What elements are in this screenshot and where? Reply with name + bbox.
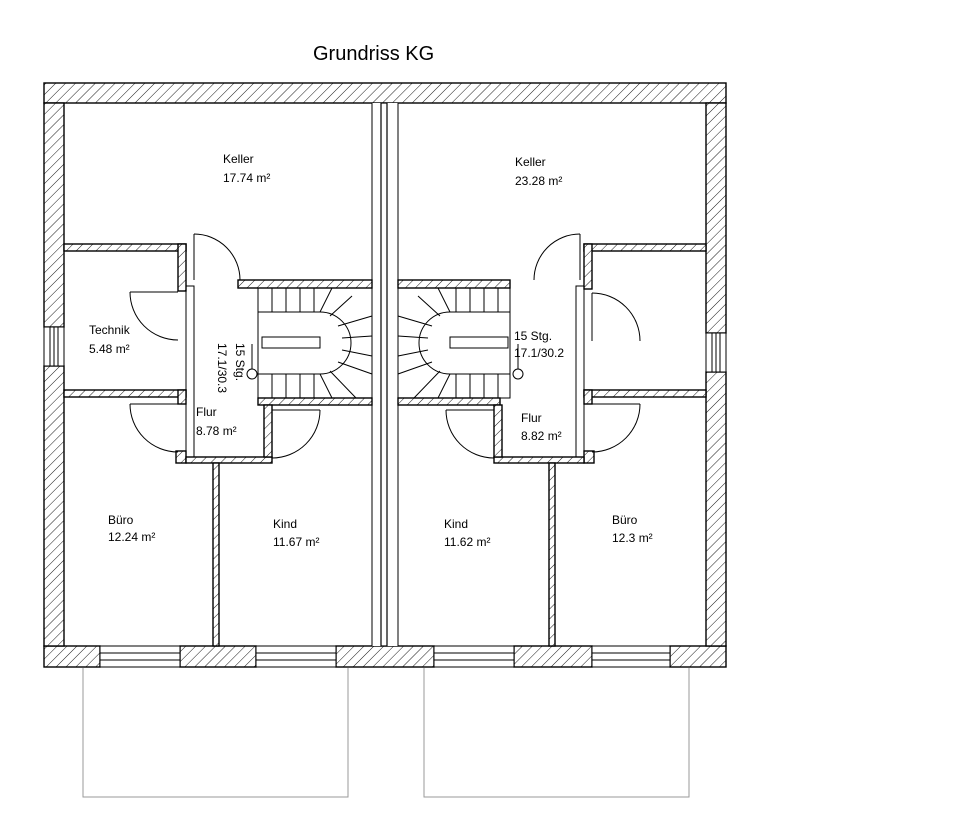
room-buero-right-area: 12.3 m² — [612, 531, 653, 545]
room-flur-right-area: 8.82 m² — [521, 429, 562, 443]
room-flur-left-area: 8.78 m² — [196, 424, 237, 438]
stair-right-ratio: 17.1/30.2 — [514, 346, 564, 360]
room-keller-right-name: Keller — [515, 155, 546, 169]
stair-left-steps: 15 Stg. — [233, 343, 247, 381]
inner-walls-right — [397, 243, 707, 647]
room-kind-right-area: 11.62 m² — [444, 535, 490, 549]
room-flur-left-name: Flur — [196, 405, 217, 419]
room-keller-left-name: Keller — [223, 152, 254, 166]
room-buero-right-name: Büro — [612, 513, 638, 527]
side-window-left — [43, 326, 65, 367]
stair-right — [397, 287, 524, 399]
garden-windows — [99, 645, 671, 668]
room-flur-right-name: Flur — [521, 411, 542, 425]
door-swings — [129, 233, 641, 459]
room-keller-left-area: 17.74 m² — [223, 171, 270, 185]
room-technik-area: 5.48 m² — [89, 342, 130, 356]
inner-walls-left — [63, 243, 373, 647]
room-buero-left-area: 12.24 m² — [108, 530, 155, 544]
room-kind-right-name: Kind — [444, 517, 468, 531]
room-technik-name: Technik — [89, 323, 131, 337]
room-kind-left-area: 11.67 m² — [273, 535, 319, 549]
stair-left — [246, 287, 373, 399]
terrace-right-outline — [423, 668, 690, 798]
stair-left-ratio: 17.1/30.3 — [215, 343, 229, 393]
party-wall — [371, 102, 399, 647]
room-keller-right-area: 23.28 m² — [515, 174, 562, 188]
stair-right-steps: 15 Stg. — [514, 329, 552, 343]
side-window-right — [705, 332, 727, 373]
plan-title: Grundriss KG — [313, 43, 434, 65]
room-buero-left-name: Büro — [108, 513, 134, 527]
terrace-left-outline — [82, 668, 349, 798]
room-kind-left-name: Kind — [273, 517, 297, 531]
outer-walls — [43, 82, 727, 668]
